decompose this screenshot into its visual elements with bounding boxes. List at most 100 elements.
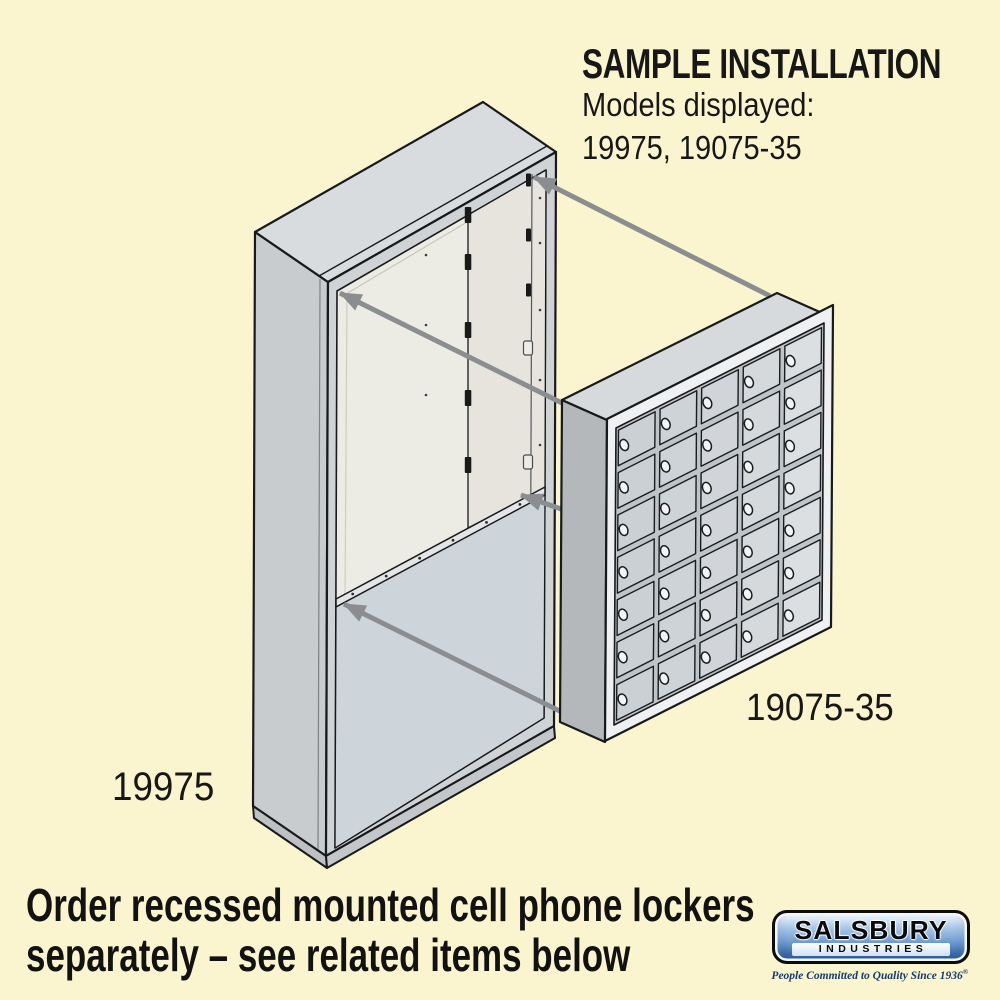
rail-hole (451, 538, 455, 542)
locker-door (699, 623, 738, 679)
logo-tagline: People Committed to Quality Since 1936® (762, 968, 968, 982)
screw-hole (424, 323, 428, 327)
door-lock-icon (618, 481, 630, 494)
enclosure-hinge-jamb (467, 169, 547, 529)
hinge-bracket-icon (464, 457, 472, 473)
door-lock-icon (659, 545, 671, 558)
locker-door (740, 602, 779, 658)
door-lock-icon (659, 587, 670, 600)
door-lock-icon (618, 566, 629, 579)
jamb-notch (522, 454, 534, 470)
locker-door (783, 454, 822, 510)
locker-door (616, 623, 655, 679)
registered-mark: ® (962, 968, 968, 976)
arrow-mid-right (519, 492, 562, 512)
locker-door (615, 665, 655, 721)
door-lock-icon (619, 438, 630, 452)
screw-hole (538, 308, 542, 312)
locker-door (782, 539, 821, 595)
locker-door (700, 369, 739, 425)
door-lock-icon (783, 566, 795, 580)
locker-door (658, 432, 698, 488)
door-lock-icon (660, 502, 671, 516)
locker-drawing (558, 291, 835, 744)
door-lock-icon (617, 650, 628, 664)
locker-door (659, 390, 698, 446)
door-lock-icon (618, 523, 629, 537)
door-lock-icon (784, 439, 796, 453)
rail-hole (518, 503, 522, 506)
screw-hole (538, 196, 542, 200)
locker-door (699, 581, 738, 637)
order-note-line2: separately – see related items below (26, 929, 631, 981)
hinge-bracket-icon (464, 207, 472, 223)
door-lock-icon (660, 460, 671, 473)
locker-door (782, 496, 821, 553)
door-lock-icon (784, 524, 795, 537)
door-lock-icon (701, 524, 712, 537)
locker-door (699, 496, 739, 552)
logo-division-band: INDUSTRIES (792, 943, 950, 956)
enclosure-model-label: 19975 (112, 765, 215, 809)
locker-door (740, 560, 780, 616)
enclosure-base-front (325, 725, 556, 869)
locker-door (617, 453, 656, 509)
door-lock-icon (742, 587, 753, 601)
hinge-knuckle-icon (526, 173, 531, 187)
door-lock-icon (785, 397, 796, 410)
enclosure-lower-panel (334, 494, 546, 849)
order-note: Order recessed mounted cell phone locker… (26, 880, 755, 980)
door-lock-icon (700, 608, 712, 622)
locker-door (700, 411, 739, 467)
locker-door (658, 559, 697, 616)
door-lock-icon (743, 460, 754, 474)
door-lock-icon (742, 503, 754, 516)
door-lock-icon (783, 609, 795, 622)
locker-door (741, 432, 780, 489)
locker-door (741, 475, 780, 531)
enclosure-left-face (251, 230, 330, 858)
locker-door (700, 453, 739, 510)
locker-door (742, 348, 781, 404)
locker-left-face (558, 398, 609, 744)
rail-hole (485, 521, 488, 524)
rail-hole (351, 592, 355, 596)
enclosure-hinge-details (351, 173, 542, 596)
salsbury-logo: SALSBURY INDUSTRIES (772, 910, 970, 964)
screw-hole (538, 378, 542, 382)
order-note-line1: Order recessed mounted cell phone locker… (26, 879, 755, 931)
locker-door (617, 411, 656, 467)
door-lock-icon (743, 375, 755, 389)
locker-door (616, 538, 655, 594)
locker-door (783, 369, 822, 425)
screw-hole (538, 241, 542, 245)
locker-door (783, 327, 823, 383)
models-displayed-label: Models displayed: (582, 86, 815, 123)
door-lock-icon (701, 566, 712, 579)
hinge-knuckle-icon (526, 228, 531, 242)
locker-door (657, 602, 696, 658)
locker-door (617, 495, 656, 552)
hinge-knuckle-icon (526, 283, 531, 297)
logo-division-text: INDUSTRIES (818, 943, 928, 955)
door-lock-icon (742, 545, 753, 558)
rail-hole (384, 574, 388, 578)
jamb-notch (522, 340, 534, 356)
hinge-bracket-icon (464, 254, 472, 270)
logo-brand-text: SALSBURY (794, 915, 948, 945)
hinge-bracket-icon (464, 322, 472, 338)
door-lock-icon (742, 630, 753, 643)
locker-doors (615, 327, 823, 721)
screw-hole (424, 393, 428, 397)
enclosure-drawing (251, 100, 558, 869)
locker-door (741, 517, 780, 574)
screw-hole (538, 443, 542, 447)
door-lock-icon (701, 481, 712, 495)
locker-door (616, 580, 655, 637)
door-lock-icon (785, 354, 796, 368)
door-lock-icon (700, 651, 711, 664)
locker-door (658, 474, 697, 531)
locker-door (657, 644, 696, 700)
